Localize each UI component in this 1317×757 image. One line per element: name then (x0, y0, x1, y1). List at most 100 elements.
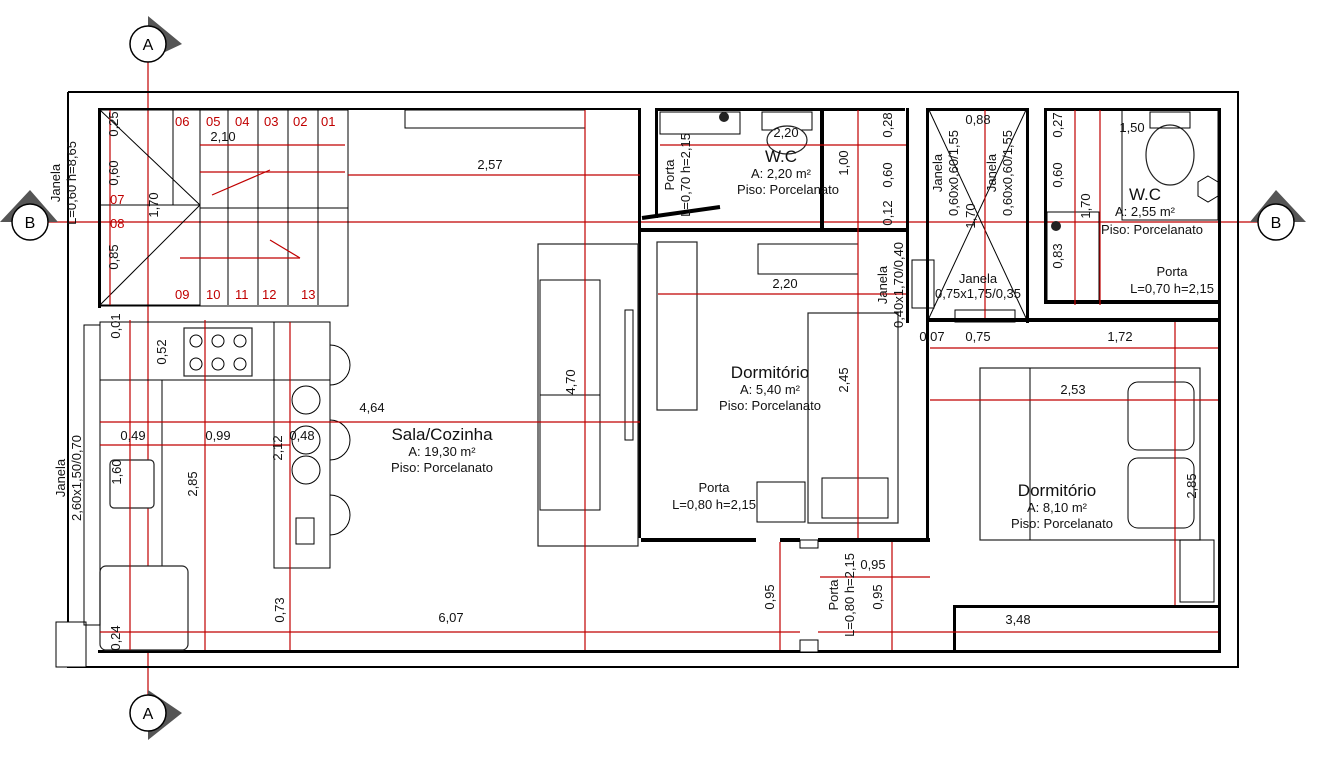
section-marker-a-top: A (129, 16, 182, 63)
svg-text:4,64: 4,64 (359, 400, 384, 415)
svg-text:1,72: 1,72 (1107, 329, 1132, 344)
svg-text:0,01: 0,01 (108, 313, 123, 338)
svg-text:L=0,60 h=8,65: L=0,60 h=8,65 (64, 141, 79, 225)
svg-text:1,70: 1,70 (146, 192, 161, 217)
opening-porta-wc2: Porta L=0,70 h=2,15 (1130, 264, 1214, 296)
svg-text:2,57: 2,57 (477, 157, 502, 172)
opening-porta-dorm1: Porta L=0,80 h=2,15 (672, 480, 756, 512)
svg-text:Piso: Porcelanato: Piso: Porcelanato (1011, 516, 1113, 531)
svg-text:0,83: 0,83 (1050, 243, 1065, 268)
svg-text:2,85: 2,85 (1184, 473, 1199, 498)
wc2-fixtures (1046, 109, 1219, 303)
svg-text:W.C: W.C (1129, 185, 1161, 204)
room-label-dorm1: Dormitório A: 5,40 m² Piso: Porcelanato (719, 363, 821, 413)
svg-text:2,20: 2,20 (772, 276, 797, 291)
svg-text:2,20: 2,20 (773, 125, 798, 140)
svg-text:A: 19,30 m²: A: 19,30 m² (408, 444, 476, 459)
svg-text:0,27: 0,27 (1050, 112, 1065, 137)
step-number: 10 (206, 287, 220, 302)
svg-text:0,40x1,70/0,40: 0,40x1,70/0,40 (891, 242, 906, 328)
svg-text:Janela: Janela (48, 163, 63, 202)
opening-janela-left-kitchen: Janela 2,60x1,50/0,70 (53, 435, 84, 521)
svg-text:0,60x0,60/1,55: 0,60x0,60/1,55 (1000, 130, 1015, 216)
svg-text:A: 2,20 m²: A: 2,20 m² (751, 166, 812, 181)
svg-text:0,88: 0,88 (965, 112, 990, 127)
svg-text:0,07: 0,07 (919, 329, 944, 344)
section-marker-b-right: B (1250, 190, 1306, 241)
svg-text:0,95: 0,95 (870, 584, 885, 609)
svg-text:2,10: 2,10 (210, 129, 235, 144)
svg-text:1,00: 1,00 (836, 150, 851, 175)
svg-text:0,60x0,60/1,55: 0,60x0,60/1,55 (946, 130, 961, 216)
dorm1-furniture (641, 205, 899, 524)
svg-text:B: B (25, 215, 36, 232)
opening-porta-dorm2: Porta L=0,80 h=2,15 (826, 553, 857, 637)
opening-janela-d: Janela 0,40x1,70/0,40 (875, 242, 906, 328)
svg-text:6,07: 6,07 (438, 610, 463, 625)
svg-text:0,73: 0,73 (272, 597, 287, 622)
svg-text:Janela: Janela (875, 265, 890, 304)
svg-text:0,48: 0,48 (289, 428, 314, 443)
wc1-fixtures (659, 110, 824, 228)
room-label-wc2: W.C A: 2,55 m² Piso: Porcelanato (1101, 185, 1203, 237)
svg-text:0,12: 0,12 (880, 200, 895, 225)
sofa (404, 109, 639, 547)
svg-text:0,28: 0,28 (880, 112, 895, 137)
svg-text:Porta: Porta (698, 480, 730, 495)
step-number: 01 (321, 114, 335, 129)
dorm2-furniture (979, 367, 1215, 603)
svg-text:2,60x1,50/0,70: 2,60x1,50/0,70 (69, 435, 84, 521)
svg-text:Porta: Porta (1156, 264, 1188, 279)
room-label-dorm2: Dormitório A: 8,10 m² Piso: Porcelanato (1011, 481, 1113, 531)
svg-text:0,60: 0,60 (106, 160, 121, 185)
svg-text:B: B (1271, 215, 1282, 232)
svg-text:W.C: W.C (765, 147, 797, 166)
opening-janela-left-top: Janela L=0,60 h=8,65 (48, 141, 79, 225)
svg-text:0,95: 0,95 (762, 584, 777, 609)
svg-text:3,48: 3,48 (1005, 612, 1030, 627)
step-number: 07 (110, 192, 124, 207)
svg-text:Janela: Janela (53, 458, 68, 497)
svg-text:0,52: 0,52 (154, 339, 169, 364)
room-label-sala: Sala/Cozinha A: 19,30 m² Piso: Porcelana… (391, 425, 493, 475)
step-number: 11 (235, 287, 249, 302)
svg-text:0,25: 0,25 (106, 111, 121, 136)
svg-text:Piso: Porcelanato: Piso: Porcelanato (737, 182, 839, 197)
svg-text:0,49: 0,49 (120, 428, 145, 443)
staircase (99, 109, 349, 307)
kitchen-counter (83, 321, 351, 651)
svg-text:A: 5,40 m²: A: 5,40 m² (740, 382, 801, 397)
svg-text:0,85: 0,85 (106, 244, 121, 269)
step-number: 12 (262, 287, 276, 302)
svg-text:0,24: 0,24 (108, 625, 123, 650)
step-number: 05 (206, 114, 220, 129)
opening-janela-b: Janela 0,60x0,60/1,55 (984, 130, 1015, 216)
svg-text:Janela: Janela (930, 153, 945, 192)
step-number: 06 (175, 114, 189, 129)
room-label-wc1: W.C A: 2,20 m² Piso: Porcelanato (737, 147, 839, 197)
svg-text:1,70: 1,70 (1078, 193, 1093, 218)
svg-text:Sala/Cozinha: Sala/Cozinha (391, 425, 493, 444)
svg-text:L=0,80 h=2,15: L=0,80 h=2,15 (842, 553, 857, 637)
svg-text:A: 8,10 m²: A: 8,10 m² (1027, 500, 1088, 515)
step-number: 09 (175, 287, 189, 302)
svg-text:L=0,80 h=2,15: L=0,80 h=2,15 (672, 497, 756, 512)
svg-text:A: A (143, 37, 154, 54)
svg-text:Janela: Janela (984, 153, 999, 192)
svg-text:0,60: 0,60 (1050, 162, 1065, 187)
svg-text:L=0,70 h=2,15: L=0,70 h=2,15 (1130, 281, 1214, 296)
svg-text:Porta: Porta (826, 579, 841, 611)
svg-text:Janela: Janela (959, 271, 998, 286)
svg-text:Piso: Porcelanato: Piso: Porcelanato (719, 398, 821, 413)
svg-text:0,95: 0,95 (860, 557, 885, 572)
svg-text:1,60: 1,60 (109, 459, 124, 484)
svg-text:0,75: 0,75 (965, 329, 990, 344)
svg-text:A: 2,55 m²: A: 2,55 m² (1115, 204, 1176, 219)
svg-text:Dormitório: Dormitório (731, 363, 809, 382)
svg-text:Piso: Porcelanato: Piso: Porcelanato (1101, 222, 1203, 237)
step-number: 03 (264, 114, 278, 129)
section-marker-b-left: B (0, 190, 58, 241)
svg-text:4,70: 4,70 (563, 369, 578, 394)
stair-step-numbers: 06 05 04 03 02 01 07 08 09 10 11 12 13 (110, 114, 335, 302)
